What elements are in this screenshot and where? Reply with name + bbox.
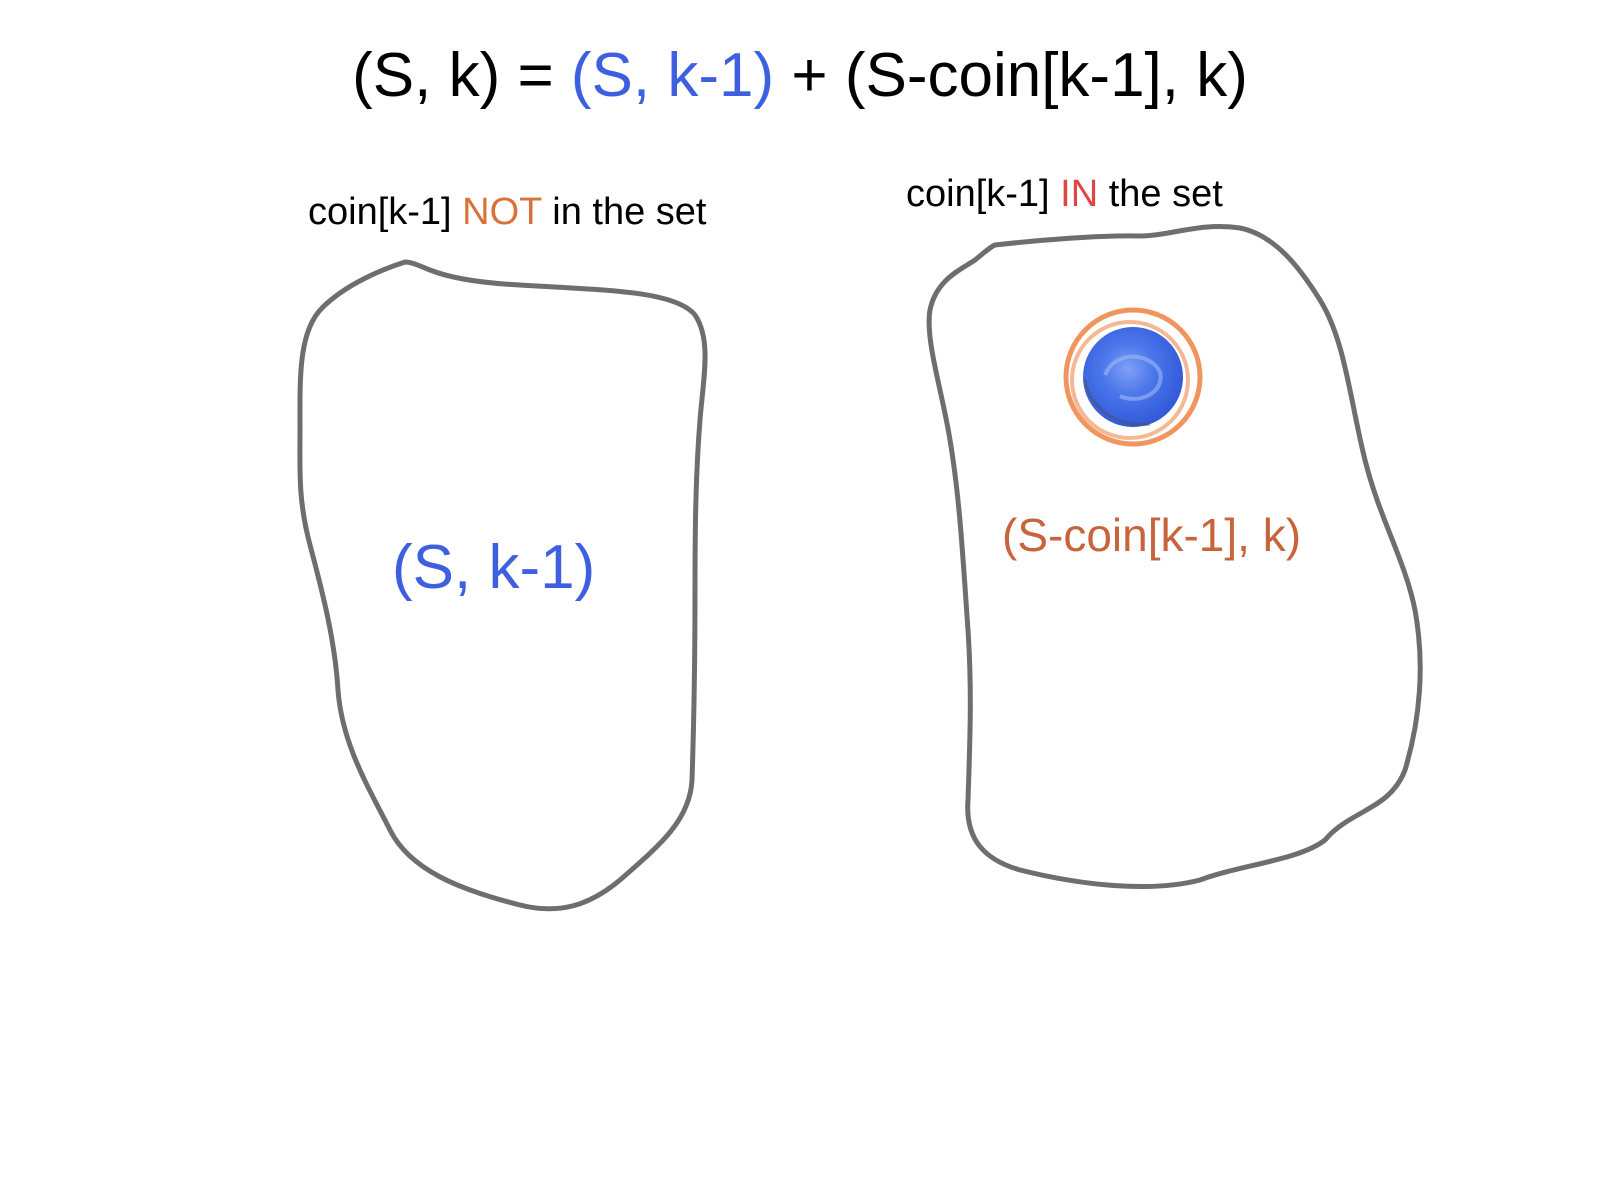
- left-set-outline: [297, 259, 708, 912]
- equation-lhs: (S, k): [352, 41, 501, 110]
- equation-plus: +: [774, 41, 845, 110]
- equation-term-not-in-set: (S, k-1): [570, 41, 775, 110]
- left-caption-prefix: coin[k-1]: [308, 191, 463, 233]
- equation-title: (S, k) = (S, k-1) + (S-coin[k-1], k): [0, 40, 1600, 112]
- coin-edge-shadow: [1083, 379, 1151, 427]
- left-set-caption: coin[k-1] NOT in the set: [308, 190, 706, 234]
- coin-body: [1083, 327, 1183, 427]
- left-set-label: (S, k-1): [392, 533, 596, 602]
- right-set-caption: coin[k-1] IN the set: [906, 172, 1223, 216]
- right-caption-keyword: IN: [1060, 173, 1099, 215]
- coin-middle-ring: [1070, 320, 1190, 440]
- right-caption-prefix: coin[k-1]: [906, 173, 1061, 215]
- coin-scribble: [1103, 354, 1163, 401]
- right-set-label: (S-coin[k-1], k): [1002, 509, 1302, 561]
- coin-icon: [1063, 307, 1203, 447]
- left-caption-suffix: in the set: [541, 191, 707, 233]
- equation-equals: =: [500, 41, 571, 110]
- equation-term-in-set: (S-coin[k-1], k): [844, 41, 1248, 110]
- left-caption-keyword: NOT: [462, 191, 542, 233]
- coin-outer-ring: [1063, 307, 1203, 447]
- right-caption-suffix: the set: [1098, 173, 1223, 215]
- right-set-outline: [926, 224, 1423, 890]
